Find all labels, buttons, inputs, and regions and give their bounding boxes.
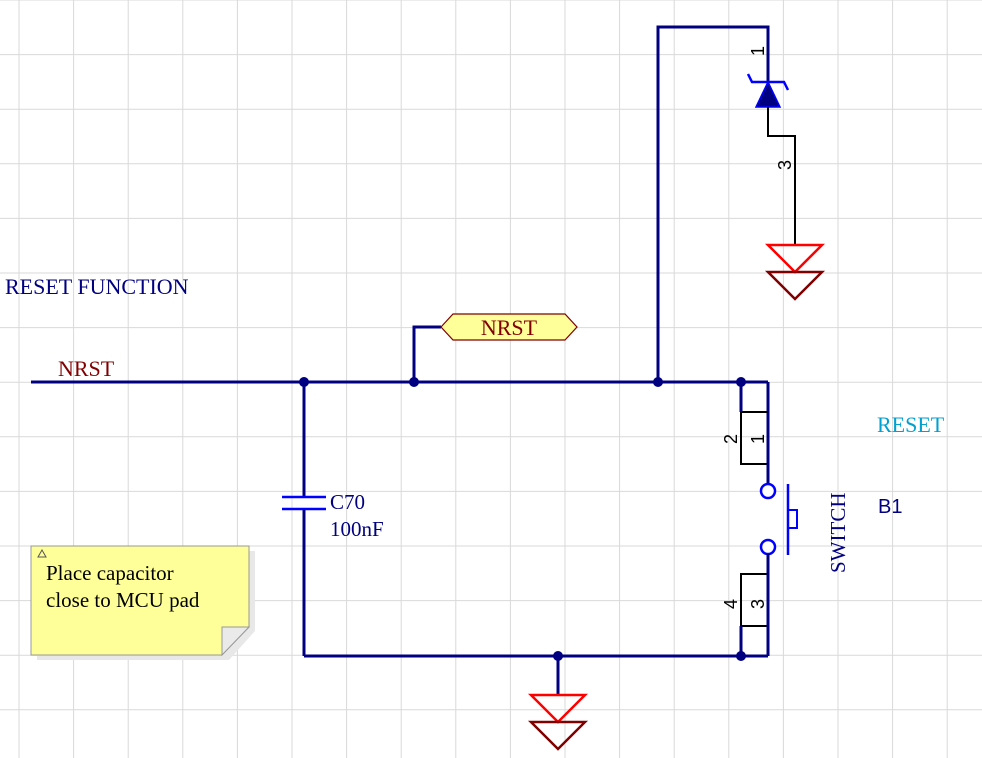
switch-comment: RESET xyxy=(877,412,945,437)
junction-dot xyxy=(736,377,746,387)
switch-contact-bottom xyxy=(759,538,777,556)
junction-dot xyxy=(553,651,563,661)
switch-contact-top xyxy=(759,482,777,500)
diode-lead-bottom xyxy=(767,107,796,245)
diode-cathode-bar xyxy=(746,73,790,91)
switch-pin-box-bottom xyxy=(740,573,768,627)
wire-port-branch xyxy=(412,325,441,382)
cap-designator: C70 xyxy=(330,490,365,514)
sticky-note[interactable] xyxy=(30,545,255,660)
switch-designator: B1 xyxy=(878,496,902,518)
diode-pin-3: 3 xyxy=(775,160,795,170)
switch-pin-3: 3 xyxy=(748,599,768,609)
junction-dot xyxy=(299,377,309,387)
title-reset-function: RESET FUNCTION xyxy=(5,274,189,299)
ground-triangle-dark xyxy=(764,270,826,301)
port-label: NRST xyxy=(481,315,538,340)
ground-triangle-red xyxy=(764,243,826,274)
diode-pin-1: 1 xyxy=(748,46,768,56)
switch-b1[interactable]: 1 2 3 4 RESET SWITCH B1 xyxy=(721,382,945,656)
ground-symbol-main xyxy=(527,693,589,751)
net-label-nrst: NRST xyxy=(58,356,115,381)
switch-pin-4: 4 xyxy=(721,599,741,609)
sticky-note-text: Place capacitor close to MCU pad xyxy=(46,560,246,614)
switch-pin-2: 2 xyxy=(721,434,741,444)
junction-dot xyxy=(409,377,419,387)
switch-pin-1: 1 xyxy=(748,434,768,444)
note-fold xyxy=(221,626,251,657)
ground-triangle-red xyxy=(527,693,589,724)
junctions xyxy=(299,377,746,661)
wire-diode-branch xyxy=(656,25,770,382)
switch-actuator-button xyxy=(788,509,798,529)
net-port-nrst[interactable]: NRST xyxy=(440,313,578,341)
diode-body xyxy=(754,80,782,108)
junction-dot xyxy=(736,651,746,661)
tvs-diode[interactable]: 1 3 xyxy=(746,46,796,245)
capacitor-c70[interactable]: C70 100nF xyxy=(282,490,384,541)
port-shape xyxy=(440,313,578,341)
switch-pin-box-top xyxy=(740,411,768,465)
note-line-1: Place capacitor xyxy=(46,561,174,585)
note-collapse-icon[interactable] xyxy=(37,548,47,558)
ground-triangle-dark xyxy=(527,720,589,751)
ground-symbol-diode xyxy=(764,243,826,301)
switch-name: SWITCH xyxy=(826,493,850,574)
junction-dot xyxy=(653,377,663,387)
note-line-2: close to MCU pad xyxy=(46,588,200,612)
cap-value: 100nF xyxy=(330,517,384,541)
